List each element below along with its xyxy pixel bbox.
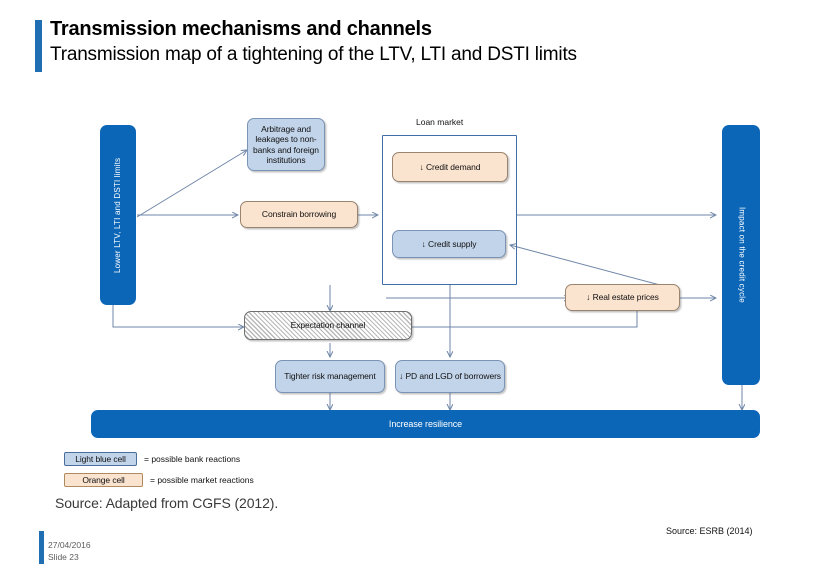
node-real-estate-prices-label: ↓ Real estate prices (586, 292, 659, 303)
footer-date: 27/04/2016 (48, 540, 91, 550)
legend-item-bank: Light blue cell = possible bank reaction… (64, 452, 240, 466)
title-main: Transmission mechanisms and channels (50, 18, 432, 40)
title-subtitle: Transmission map of a tightening of the … (50, 44, 577, 65)
node-expectation-channel-label: Expectation channel (290, 320, 366, 331)
footer-slide-number: Slide 23 (48, 552, 79, 562)
node-pd-lgd-borrowers-label: ↓ PD and LGD of borrowers (399, 371, 501, 382)
page-title: Transmission mechanisms and channels Tra… (50, 16, 790, 68)
loan-market-title: Loan market (416, 117, 464, 127)
node-credit-supply-label: ↓ Credit supply (421, 238, 477, 249)
node-arbitrage-label: Arbitrage and leakages to non-banks and … (253, 123, 319, 166)
transmission-diagram: Lower LTV, LTI and DSTI limits Arbitrage… (0, 95, 834, 495)
legend-text-bank: = possible bank reactions (144, 454, 241, 464)
node-credit-supply[interactable]: ↓ Credit supply (392, 230, 506, 258)
node-increase-resilience-label: Increase resilience (388, 418, 463, 429)
node-lower-limits-bar[interactable]: Lower LTV, LTI and DSTI limits (100, 125, 136, 305)
node-tighter-risk-management-label: Tighter risk management (284, 371, 376, 382)
node-credit-demand-label: ↓ Credit demand (419, 161, 481, 172)
source-note-right: Source: ESRB (2014) (666, 526, 753, 536)
legend-chip-light-blue: Light blue cell (64, 452, 137, 466)
footer-accent-bar (39, 531, 44, 564)
node-constrain-borrowing[interactable]: Constrain borrowing (240, 201, 358, 228)
legend-chip-orange: Orange cell (64, 473, 143, 487)
node-expectation-channel[interactable]: Expectation channel (244, 311, 412, 340)
node-arbitrage-leakages[interactable]: Arbitrage and leakages to non-banks and … (247, 118, 325, 171)
node-constrain-borrowing-label: Constrain borrowing (261, 209, 337, 220)
node-pd-lgd-borrowers[interactable]: ↓ PD and LGD of borrowers (395, 360, 505, 393)
node-tighter-risk-management[interactable]: Tighter risk management (275, 360, 385, 393)
node-credit-cycle-impact-bar[interactable]: Impact on the credit cycle (722, 125, 760, 385)
node-increase-resilience[interactable]: Increase resilience (91, 410, 760, 438)
title-accent-bar (35, 20, 42, 72)
legend-text-market: = possible market reactions (150, 475, 254, 485)
node-lower-limits-label: Lower LTV, LTI and DSTI limits (112, 157, 122, 273)
node-credit-cycle-impact-label: Impact on the credit cycle (737, 207, 747, 303)
node-credit-demand[interactable]: ↓ Credit demand (392, 152, 508, 182)
legend-item-market: Orange cell = possible market reactions (64, 473, 254, 487)
node-real-estate-prices[interactable]: ↓ Real estate prices (565, 284, 680, 311)
source-note-main: Source: Adapted from CGFS (2012). (55, 495, 279, 511)
loan-market-frame (382, 135, 517, 285)
